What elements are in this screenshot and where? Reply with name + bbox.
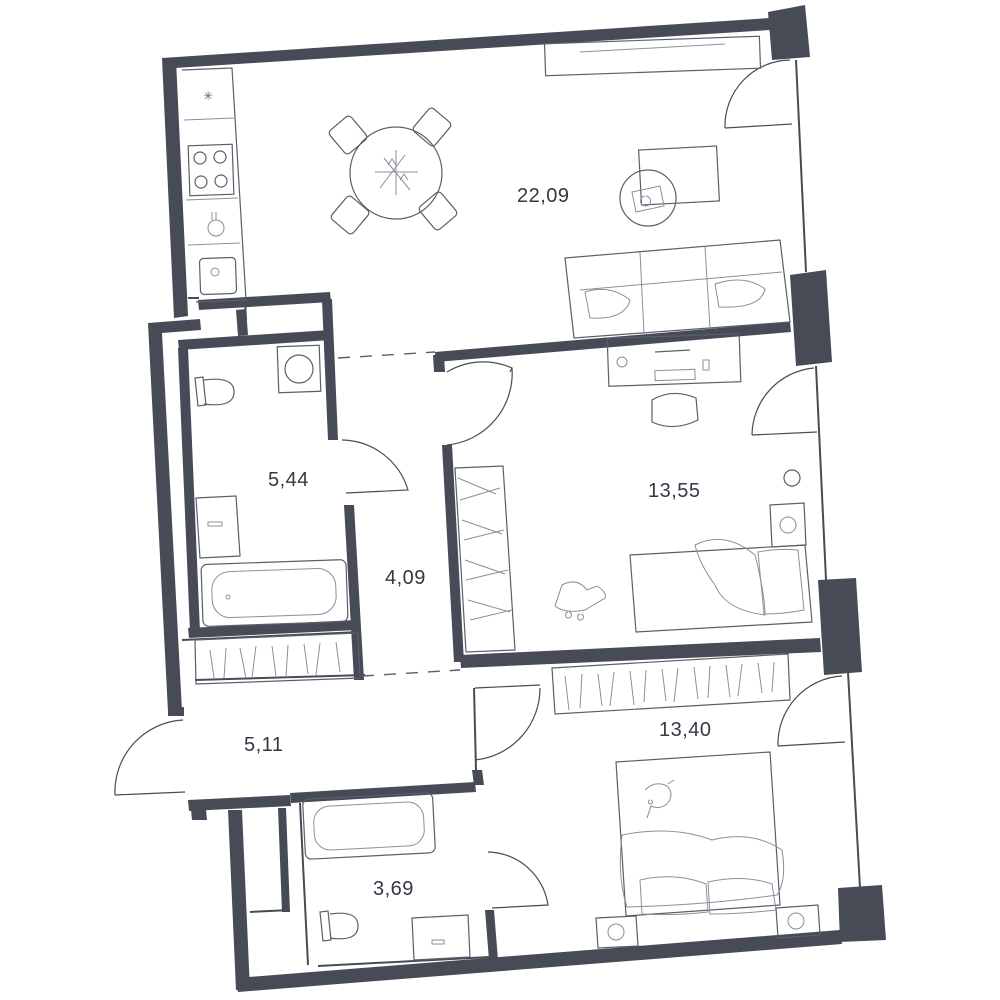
door-bedroom1-balcony: [751, 367, 818, 436]
dining-chairs: [328, 107, 458, 235]
area-labels: 22,09 5,44 4,09 13,55 5,11 13,40 3,69: [244, 185, 712, 900]
toilet-1: [194, 376, 235, 407]
wall-bath2-right-lower: [485, 910, 498, 960]
area-label-bedroom-1: 13,55: [648, 480, 701, 502]
wardrobe-bedroom1: [454, 465, 516, 653]
wall-hallway-bottom-left: [188, 795, 291, 811]
door-bedroom2-balcony: [777, 675, 846, 747]
area-label-corridor: 4,09: [385, 567, 426, 589]
washing-machine: [276, 344, 322, 394]
wall-bathroom-right: [322, 299, 338, 440]
door-bathroom1: [341, 439, 409, 494]
wall-bath2-top: [290, 782, 476, 803]
nightstand-2-right: [775, 904, 821, 939]
area-label-kitchen-living: 22,09: [517, 185, 570, 207]
kitchen-furniture: ✳: [181, 35, 791, 339]
dining-table: [349, 126, 443, 220]
wall-hallway-left-top: [168, 707, 184, 716]
area-label-bathroom-1: 5,44: [268, 469, 309, 491]
wall-closet-right: [278, 808, 290, 912]
wall-bath2-right: [472, 770, 484, 785]
kitchen-counter: [181, 67, 247, 303]
wall-column-bottom-right: [838, 885, 886, 942]
tv-stand: [543, 35, 762, 77]
wall-column-mid-right: [790, 270, 832, 366]
bathtub-1: [200, 559, 349, 627]
desk: [606, 333, 742, 387]
kitchen-tap-icon: [207, 212, 225, 237]
wall-column-lower-right: [818, 578, 862, 675]
area-label-bathroom-2: 3,69: [373, 878, 414, 900]
wall-column-top-right: [768, 5, 810, 60]
sofa: [564, 239, 791, 339]
nightstand-2-left: [595, 915, 639, 949]
walls: [148, 5, 886, 992]
door-bedroom2: [474, 684, 541, 761]
rollerskates-icon: [554, 581, 606, 621]
thin-walls: [181, 59, 861, 967]
wall-corridor-bedroom1-top: [435, 322, 791, 362]
doors: [114, 59, 846, 909]
wall-bathroom-right-lower: [344, 505, 364, 680]
wall-left-bathroom: [148, 319, 201, 712]
washbasin-1: [195, 495, 241, 559]
tv-screen: [579, 43, 726, 53]
bedroom-2-furniture: [551, 653, 821, 949]
fridge-snowflake-icon: ✳: [203, 89, 213, 103]
opening-kitchen-corridor: [337, 351, 436, 359]
door-living-balcony: [724, 59, 793, 129]
desk-chair: [651, 392, 699, 428]
bed2-pillows: [639, 876, 777, 916]
door-bathroom2: [487, 851, 549, 909]
washbasin-2: [411, 914, 471, 961]
coffee-table: [619, 169, 677, 227]
nightstand-1: [769, 502, 807, 548]
area-label-bedroom-2: 13,40: [659, 719, 712, 741]
wall-bathroom-bottom: [188, 620, 357, 638]
sofa-pillows: [584, 279, 766, 319]
wall-corridor-bedroom1-left-upper: [433, 355, 445, 372]
rug: [638, 145, 721, 206]
bed-1: [629, 544, 813, 633]
bedroom-1-furniture: [454, 333, 813, 653]
wall-top: [162, 18, 770, 68]
table-flowers: [375, 150, 418, 195]
pug-icon: [644, 779, 675, 819]
door-entrance: [114, 719, 186, 796]
bathroom-1-fixtures: [194, 344, 361, 685]
bed-2: [615, 751, 781, 917]
bathroom-2-fixtures: [302, 792, 471, 961]
wall-bathroom-top: [178, 330, 331, 350]
area-label-hallway: 5,11: [244, 734, 283, 756]
wall-hallway-left-bottom: [190, 800, 207, 820]
cooktop: [187, 143, 235, 197]
wardrobe-bedroom2: [551, 653, 791, 715]
ball-icon: [783, 469, 801, 487]
bathtub-2: [302, 792, 436, 860]
wardrobe-hallway: [194, 632, 361, 685]
wall-bath2-left: [228, 810, 250, 990]
kitchen-sink: [198, 256, 238, 296]
wall-left-living: [162, 58, 188, 318]
wall-corridor-bedroom1-left: [442, 445, 464, 662]
opening-corridor-hallway: [361, 669, 461, 677]
door-bedroom1: [446, 361, 513, 446]
wall-living-bottom-left: [198, 292, 331, 310]
wall-bathroom-inner-left: [178, 348, 200, 632]
toilet-2: [319, 910, 359, 942]
wall-bottom: [236, 930, 842, 992]
wall-bedroom1-bedroom2: [460, 638, 821, 668]
